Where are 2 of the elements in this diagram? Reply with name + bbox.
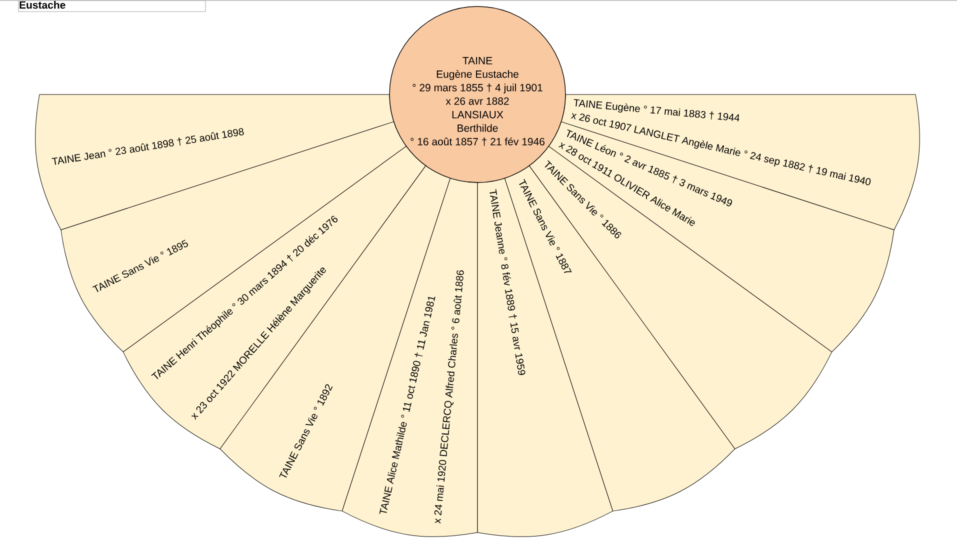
fan-sector: TAINE Alice Mathilde ° 11 oct 1890 † 11 Jan 1981 x 24 mai 1920 DECLERCQ Alfred Charles ° 6 août 1886	[342, 178, 478, 537]
title-box: Eustache	[18, 0, 206, 12]
